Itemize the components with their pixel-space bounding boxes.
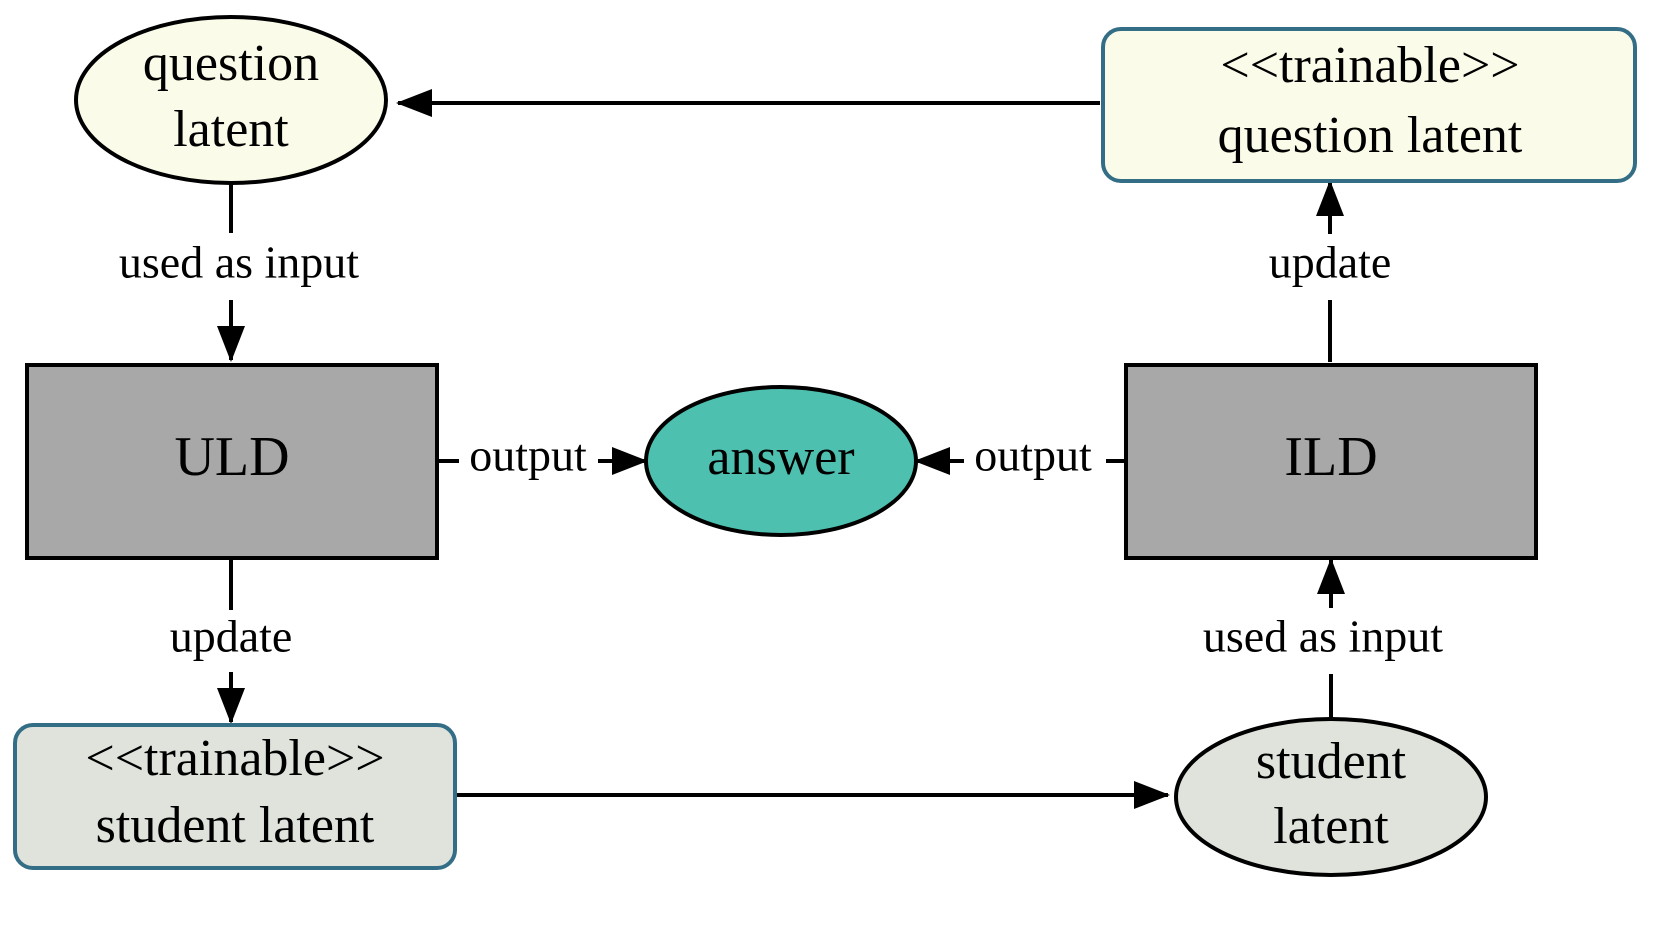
edge-label-update-left: update <box>170 611 293 662</box>
trainable-question-latent-label-line1: <<trainable>> <box>1220 37 1519 94</box>
ild-label: ILD <box>1284 426 1377 488</box>
edge-uld-to-trainable-student-latent: update <box>170 560 293 724</box>
student-latent-label-line1: student <box>1256 733 1407 790</box>
edge-label-used-as-input-left: used as input <box>119 237 359 288</box>
uld-box[interactable] <box>25 363 439 560</box>
node-trainable-student-latent[interactable]: <<trainable>> student latent <box>13 723 457 870</box>
question-latent-label-line1: question <box>143 35 319 92</box>
edge-label-output-right: output <box>974 430 1092 481</box>
question-latent-ellipse[interactable] <box>74 15 388 185</box>
trainable-student-latent-box[interactable] <box>13 723 457 870</box>
edge-label-output-left: output <box>469 430 587 481</box>
node-trainable-question-latent[interactable]: <<trainable>> question latent <box>1101 27 1637 183</box>
edge-uld-to-answer: output <box>438 430 648 481</box>
edge-label-update-right: update <box>1269 237 1392 288</box>
node-question-latent[interactable]: question latent <box>74 15 388 185</box>
edge-student-latent-to-ild: used as input <box>1203 558 1443 722</box>
trainable-student-latent-label-line2: student latent <box>96 797 375 854</box>
node-student-latent[interactable]: student latent <box>1174 717 1488 877</box>
edge-label-used-as-input-right: used as input <box>1203 611 1443 662</box>
answer-ellipse[interactable] <box>644 385 918 537</box>
edge-question-latent-to-uld: used as input <box>119 181 359 362</box>
node-uld[interactable]: ULD <box>25 363 439 560</box>
student-latent-ellipse[interactable] <box>1174 717 1488 877</box>
trainable-question-latent-label-line2: question latent <box>1218 107 1523 164</box>
uld-label: ULD <box>174 426 289 488</box>
node-answer[interactable]: answer <box>644 385 918 537</box>
node-ild[interactable]: ILD <box>1124 363 1538 560</box>
trainable-student-latent-label-line1: <<trainable>> <box>85 730 384 787</box>
trainable-question-latent-box[interactable] <box>1101 27 1637 183</box>
edge-ild-to-trainable-question-latent: update <box>1269 180 1392 362</box>
question-latent-label-line2: latent <box>173 101 289 158</box>
answer-label: answer <box>707 429 854 486</box>
ild-box[interactable] <box>1124 363 1538 560</box>
student-latent-label-line2: latent <box>1273 798 1389 855</box>
edge-ild-to-answer: output <box>914 430 1125 481</box>
